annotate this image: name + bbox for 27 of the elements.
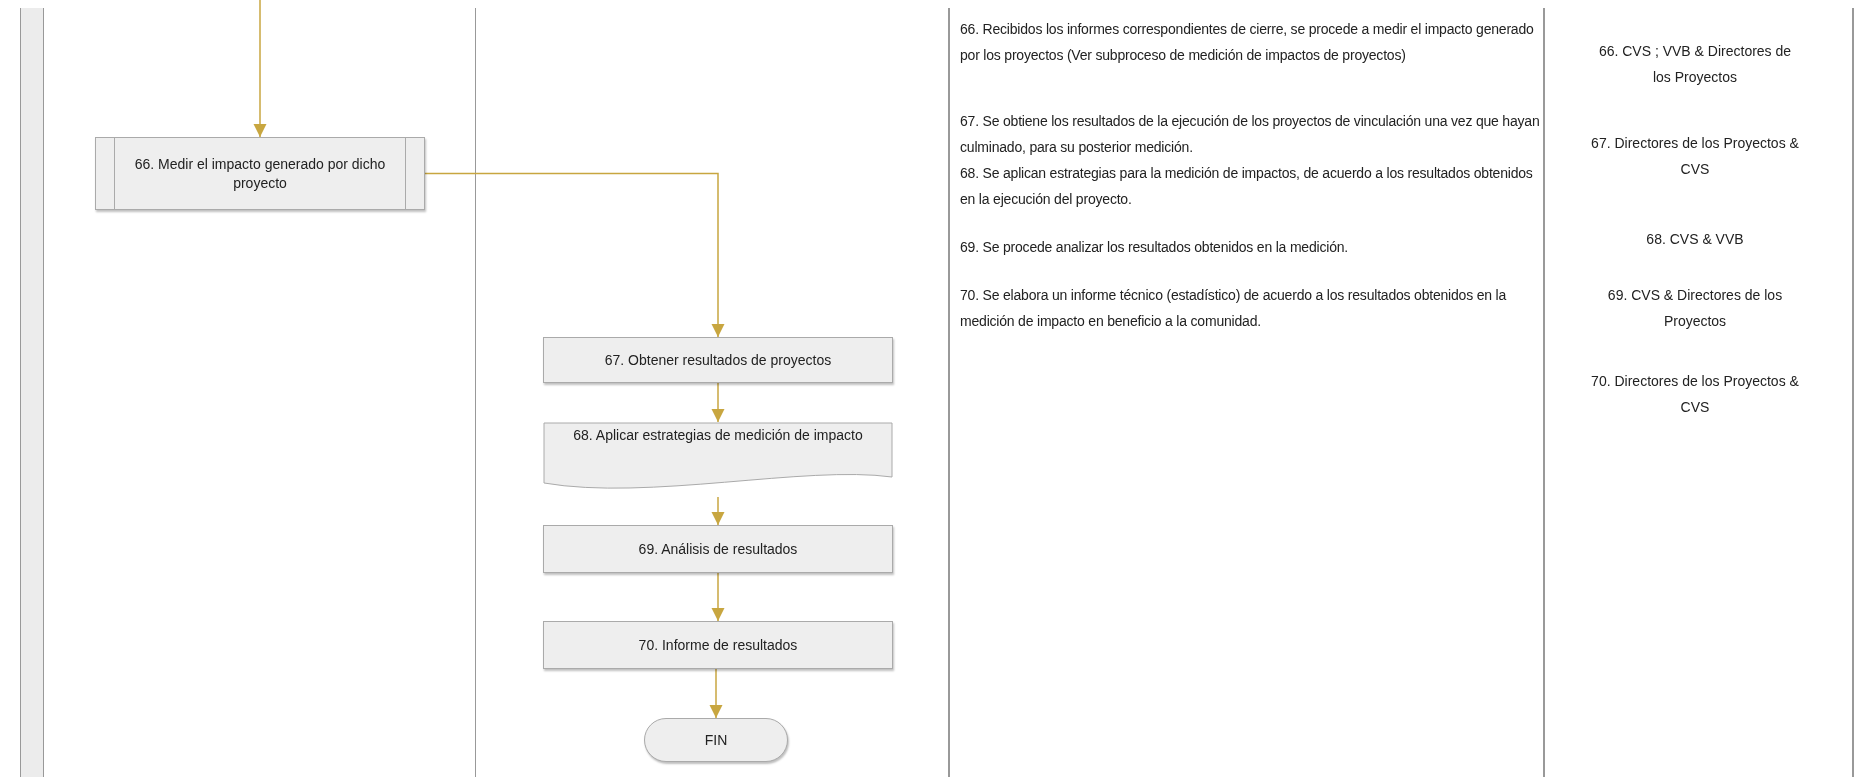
arrow (709, 668, 723, 719)
description-text: 70. Se elabora un informe técnico (estadístico) de acuerdo a los resultados obtenidos en la medición de impacto en beneficio a la comunidad. (960, 286, 1508, 331)
node-text: 67. Obtener resultados de proyectos (603, 350, 833, 370)
node-text: FIN (703, 730, 729, 750)
description-text: 68. Se aplican estrategias para la medición de impactos, de acuerdo a los resultados obtenidos en la ejecución del proyecto. (960, 164, 1534, 209)
node-text: 70. Informe de resultados (637, 635, 799, 655)
node-text: 68. Aplicar estrategias de medición de impacto (572, 426, 864, 445)
node-text: 66. Medir el impacto generado por dicho proyecto (133, 154, 387, 193)
terminator-shape (644, 718, 788, 762)
process-box (543, 621, 893, 669)
description-text: 66. Recibidos los informes correspondientes de cierre, se procede a medir el impacto generado por los proyectos (Ver subproceso de medición de impactos de proyectos) (960, 20, 1535, 65)
arrow (711, 572, 725, 622)
responsible-text: 68. CVS & VVB (1645, 230, 1745, 249)
arrow (711, 496, 725, 526)
arrow (711, 382, 725, 423)
arrow (424, 172, 725, 338)
description-text: 67. Se obtiene los resultados de la ejecución de los proyectos de vinculación una vez que hayan culminado, para su posterior medición. (960, 112, 1540, 157)
node-text: 69. Análisis de resultados (637, 539, 799, 559)
process-box (543, 525, 893, 573)
responsible-text: 70. Directores de los Proyectos & CVS (1590, 372, 1800, 417)
responsible-text: 69. CVS & Directores de los Proyectos (1606, 286, 1784, 331)
process-box (543, 337, 893, 383)
description-text: 69. Se procede analizar los resultados obtenidos en la medición. (960, 238, 1349, 257)
arrow (253, 0, 267, 138)
responsible-text: 66. CVS ; VVB & Directores de los Proyectos (1597, 42, 1793, 87)
subprocess-box (95, 137, 425, 210)
responsible-text: 67. Directores de los Proyectos & CVS (1590, 134, 1800, 179)
